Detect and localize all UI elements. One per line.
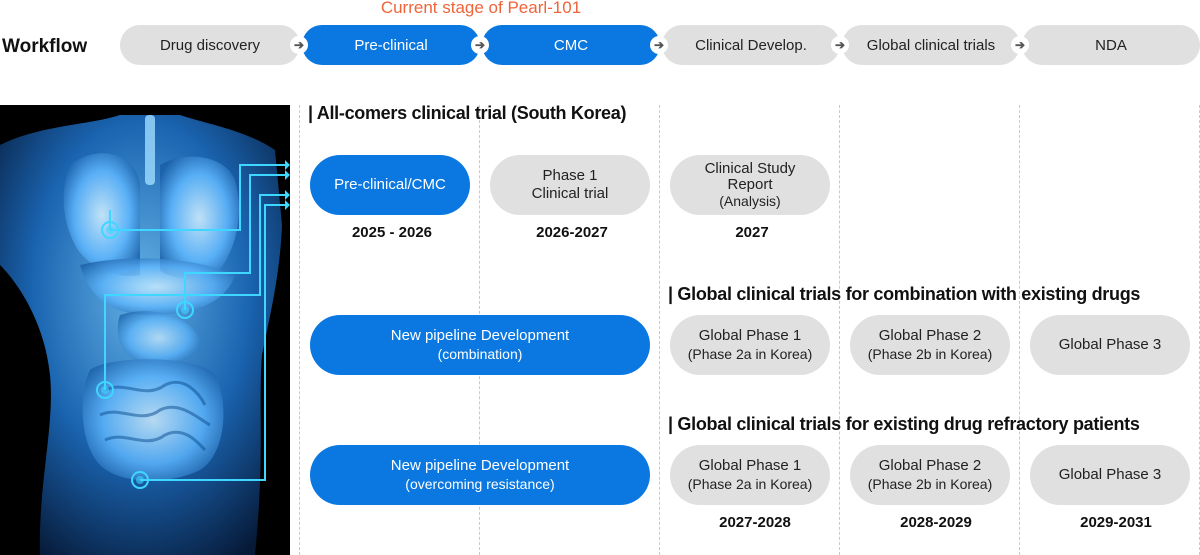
- stage-label: Global Phase 1: [698, 327, 802, 344]
- stage-sublabel: (Phase 2a in Korea): [687, 476, 813, 492]
- stage-global-phase1: Global Phase 1 (Phase 2a in Korea): [670, 315, 830, 375]
- stage-sublabel: (combination): [437, 346, 523, 362]
- stage-label: Global Phase 1: [698, 457, 802, 474]
- column-divider: [299, 105, 300, 555]
- stage-label: Report: [727, 176, 773, 193]
- stage-clinical-study-report: Clinical Study Report (Analysis): [670, 155, 830, 215]
- stage-label: Global Phase 3: [1058, 466, 1162, 483]
- year-label: 2027-2028: [719, 514, 791, 531]
- stage-global-phase2: Global Phase 2 (Phase 2b in Korea): [850, 315, 1010, 375]
- stage-global-phase3: Global Phase 3: [1030, 445, 1190, 505]
- stage-sublabel: (Phase 2a in Korea): [687, 346, 813, 362]
- arrow-right-icon: ➔: [471, 36, 489, 54]
- workflow-label: Workflow: [2, 36, 88, 57]
- stage-label: Global Phase 2: [878, 327, 982, 344]
- stage-new-pipeline-resistance: New pipeline Development (overcoming res…: [310, 445, 650, 505]
- year-label: 2026-2027: [536, 224, 608, 241]
- arrow-right-icon: ➔: [650, 36, 668, 54]
- anatomy-illustration: [0, 105, 290, 555]
- stage-sublabel: (Phase 2b in Korea): [867, 476, 993, 492]
- step-global-clinical-trials: Global clinical trials: [842, 25, 1020, 65]
- step-pre-clinical: Pre-clinical: [302, 25, 480, 65]
- year-label: 2025 - 2026: [351, 224, 433, 241]
- section-title-combination: | Global clinical trials for combination…: [668, 284, 1141, 304]
- stage-label: New pipeline Development: [390, 457, 570, 474]
- arrow-right-icon: ➔: [1011, 36, 1029, 54]
- step-drug-discovery: Drug discovery: [120, 25, 300, 65]
- stage-label: New pipeline Development: [390, 327, 570, 344]
- stage-label: Phase 1: [542, 167, 598, 184]
- stage-global-phase1: Global Phase 1 (Phase 2a in Korea): [670, 445, 830, 505]
- step-nda: NDA: [1022, 25, 1200, 65]
- year-label: 2029-2031: [1080, 514, 1152, 531]
- column-divider: [659, 105, 660, 555]
- stage-phase1-clinical-trial: Phase 1 Clinical trial: [490, 155, 650, 215]
- stage-label: Clinical Study: [704, 160, 796, 177]
- human-torso-icon: [0, 115, 290, 555]
- column-divider: [1019, 105, 1020, 555]
- stage-new-pipeline-combination: New pipeline Development (combination): [310, 315, 650, 375]
- arrow-right-icon: ➔: [831, 36, 849, 54]
- column-divider: [839, 105, 840, 555]
- step-clinical-develop: Clinical Develop.: [662, 25, 840, 65]
- stage-sublabel: (Analysis): [719, 193, 781, 209]
- stage-preclinical-cmc: Pre-clinical/CMC: [310, 155, 470, 215]
- stage-label: Global Phase 3: [1058, 336, 1162, 353]
- year-label: 2027: [735, 224, 769, 241]
- stage-global-phase2: Global Phase 2 (Phase 2b in Korea): [850, 445, 1010, 505]
- section-title-all-comers: | All-comers clinical trial (South Korea…: [308, 103, 627, 123]
- step-cmc: CMC: [482, 25, 660, 65]
- section-title-refractory: | Global clinical trials for existing dr…: [668, 414, 1140, 434]
- current-stage-label: Current stage of Pearl-101: [380, 0, 582, 17]
- year-label: 2028-2029: [900, 514, 972, 531]
- stage-sublabel: (overcoming resistance): [405, 476, 555, 492]
- stage-global-phase3: Global Phase 3: [1030, 315, 1190, 375]
- stage-label: Global Phase 2: [878, 457, 982, 474]
- stage-label: Pre-clinical/CMC: [334, 176, 446, 193]
- stage-sublabel: (Phase 2b in Korea): [867, 346, 993, 362]
- arrow-right-icon: ➔: [290, 36, 308, 54]
- stage-label: Clinical trial: [531, 185, 609, 202]
